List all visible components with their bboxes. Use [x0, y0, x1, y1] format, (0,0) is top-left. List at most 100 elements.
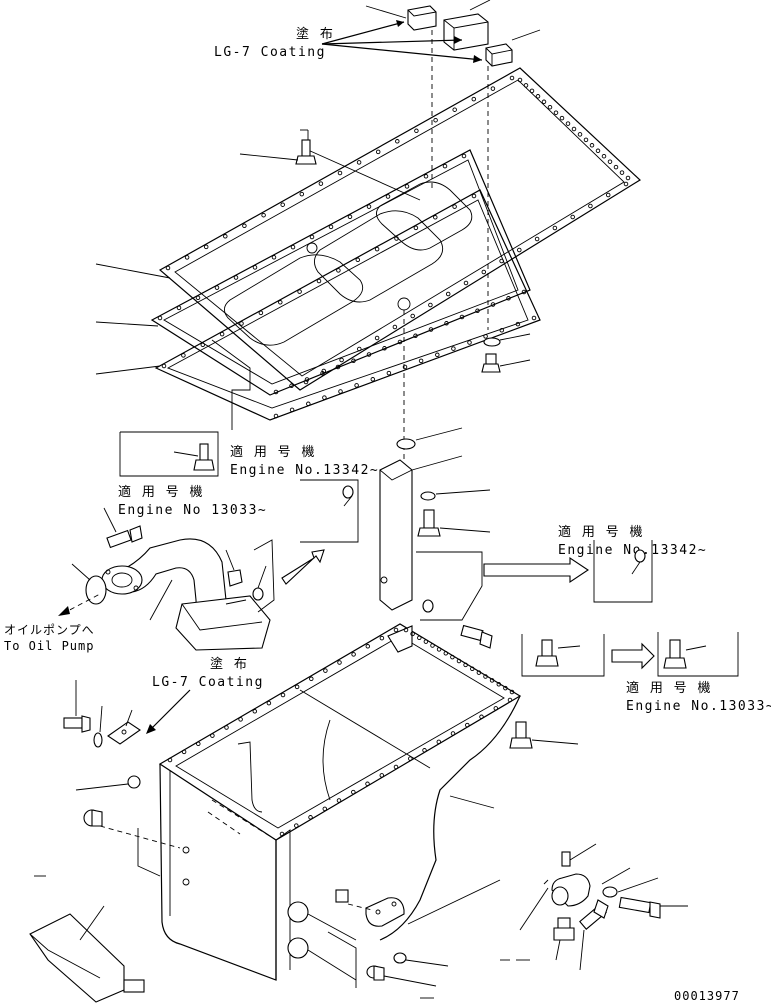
plug-left-2	[83, 809, 181, 849]
bolt-hole	[308, 815, 313, 820]
bolt-hole	[463, 280, 469, 286]
bolt-hole	[490, 86, 496, 91]
o-ring	[71, 563, 107, 605]
bolt-hole	[517, 77, 523, 83]
bolt-hole	[394, 236, 399, 241]
bolt-hole	[297, 289, 302, 294]
bolt-hole	[471, 193, 477, 199]
bolt-hole	[318, 181, 324, 186]
bolt-hole	[509, 689, 515, 695]
bolt-hole	[392, 324, 398, 330]
applicable-jp-1: 適 用 号 機	[230, 444, 316, 460]
bolt-holes-top-plate	[165, 75, 631, 385]
bolt-hole	[336, 798, 342, 803]
bolt-hole	[531, 315, 537, 321]
bolt-hole	[489, 678, 495, 683]
bolt-hole	[534, 236, 540, 242]
bolt-hole	[509, 75, 515, 81]
applicable-jp-3: 適 用 号 機	[558, 524, 644, 540]
coating-top-jp: 塗 布	[296, 26, 334, 42]
bolt-hole	[289, 407, 295, 413]
applicable-jp-4: 適 用 号 機	[626, 680, 712, 696]
coating-mid-jp: 塗 布	[210, 656, 248, 672]
arrow-right-13342	[483, 556, 589, 584]
bolt-hole	[309, 676, 314, 682]
bolt-hole	[479, 714, 484, 720]
strainer-bracket	[379, 310, 463, 611]
bolt-strainer	[417, 509, 491, 537]
bolt-hole	[385, 194, 391, 199]
inset-box-13342	[119, 431, 219, 477]
bolt-hole	[356, 160, 362, 165]
bolt-hole	[428, 327, 434, 332]
bolt-holes-gaskets	[157, 153, 537, 419]
bolt-hole	[467, 340, 472, 345]
bolt-hole	[481, 269, 487, 275]
bolt-hole	[475, 308, 480, 314]
oil-pump-jp: オイルポンプへ	[4, 623, 95, 637]
bolt-hole	[470, 666, 475, 672]
coating-top-en: LG-7 Coating	[214, 45, 326, 60]
bolt-hole	[306, 401, 311, 407]
gasket-2	[154, 189, 541, 421]
bolt-hole	[623, 181, 629, 187]
bolt-hole	[374, 335, 380, 341]
bolt-hole	[242, 223, 247, 229]
bolt-hole	[203, 244, 209, 250]
bolt-hole	[316, 278, 322, 284]
bolt-hole	[382, 346, 387, 351]
bolt-hole	[273, 389, 279, 395]
gasket-1	[150, 149, 531, 396]
bolt-hole	[200, 342, 206, 348]
coating-block-group-top	[365, 0, 541, 330]
bolt-hole	[463, 662, 468, 668]
bolt-hole	[304, 377, 310, 382]
bolt-hole	[523, 83, 529, 88]
bolt-hole	[410, 631, 415, 637]
bolt-hole	[471, 96, 477, 102]
bolt-hole	[476, 670, 482, 675]
bolt-hole	[224, 725, 229, 730]
bolt-right	[481, 353, 531, 373]
bolt-hole	[595, 148, 601, 154]
bolt-hole	[565, 121, 571, 126]
bolt-hole	[552, 225, 558, 231]
bolt-hole	[336, 268, 341, 273]
inset-box-center	[300, 479, 359, 543]
bolt-hole	[529, 88, 535, 94]
bolt-hole	[607, 159, 613, 164]
bolt-hole	[393, 627, 399, 633]
bolt-hole	[402, 364, 408, 370]
bolt-hole	[442, 163, 448, 169]
bolt-hole	[335, 364, 341, 370]
bolt-hole	[299, 191, 305, 197]
bolt-hole	[258, 310, 264, 316]
bolt-hole	[196, 741, 201, 747]
bolt-hole	[403, 627, 409, 633]
bolt-hole	[430, 643, 435, 648]
bolt-hole	[541, 99, 547, 105]
plug-left-1	[75, 775, 141, 791]
bolt-hole	[433, 215, 438, 220]
bolt-hole	[294, 684, 300, 690]
bolt-hole	[553, 110, 559, 115]
bolt-hole	[499, 328, 505, 333]
oil-pump-en: To Oil Pump	[4, 639, 94, 653]
bolt-hole	[214, 285, 220, 290]
bolt-hole	[195, 295, 201, 301]
bolt-top-left	[239, 139, 317, 165]
washer-strainer	[420, 489, 491, 501]
bolt-flange	[103, 507, 143, 549]
bolt-hole	[490, 302, 496, 307]
bolt-hole	[210, 733, 215, 738]
drain-bolt-left	[63, 680, 91, 733]
bolt-hole	[320, 371, 325, 376]
inset-box-13033-right	[657, 632, 739, 677]
bolt-hole	[252, 709, 258, 714]
arrow-right-13033	[611, 642, 655, 670]
bolt-hole	[323, 668, 328, 673]
bolt-hole	[443, 651, 449, 656]
inset-box-13342-right	[593, 540, 653, 603]
bolt-hole	[167, 757, 173, 763]
